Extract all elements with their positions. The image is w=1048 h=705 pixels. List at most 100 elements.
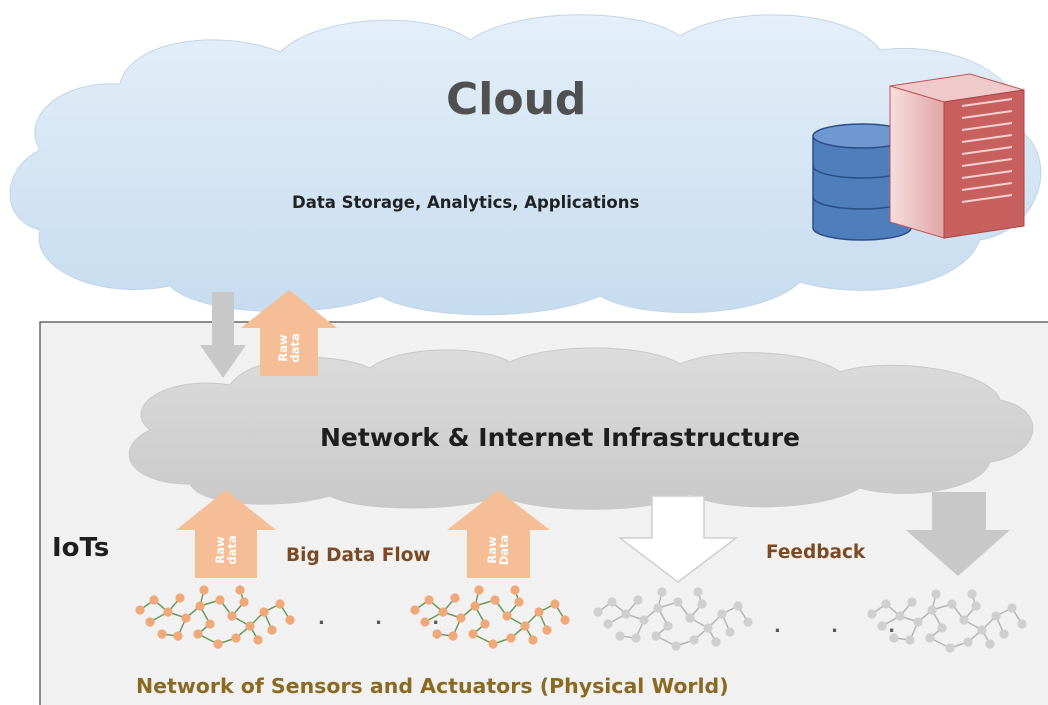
- sensor-node: [267, 625, 277, 635]
- sensor-node: [456, 613, 466, 623]
- sensor-node: [967, 589, 977, 599]
- sensor-node: [959, 615, 969, 625]
- sensor-node: [999, 629, 1009, 639]
- sensor-node: [927, 605, 937, 615]
- sensor-node: [931, 589, 941, 599]
- sensor-node: [633, 595, 643, 605]
- sensor-node: [213, 639, 223, 649]
- sensor-node: [711, 637, 721, 647]
- sensor-node: [603, 619, 613, 629]
- sensor-cluster-4: [867, 589, 1027, 653]
- sensor-node: [881, 599, 891, 609]
- sensor-node: [173, 631, 183, 641]
- sensor-node: [470, 601, 480, 611]
- sensor-node: [653, 603, 663, 613]
- sensor-node: [506, 633, 516, 643]
- sensor-node: [697, 599, 707, 609]
- sensor-node: [227, 611, 237, 621]
- sensor-node: [615, 631, 625, 641]
- sensor-node: [145, 617, 155, 627]
- sensor-node: [450, 593, 460, 603]
- sensor-node: [245, 621, 255, 631]
- sensors-caption: Network of Sensors and Actuators (Physic…: [136, 674, 729, 698]
- sensor-node: [867, 609, 877, 619]
- sensor-node: [149, 595, 159, 605]
- network-cloud-shape: [128, 347, 1034, 510]
- sensor-node: [528, 635, 538, 645]
- sensor-node: [502, 611, 512, 621]
- sensor-node: [181, 613, 191, 623]
- sensor-node: [490, 595, 500, 605]
- sensor-node: [895, 611, 905, 621]
- sensor-node: [689, 635, 699, 645]
- sensor-node: [163, 607, 173, 617]
- sensor-node: [438, 607, 448, 617]
- sensor-node: [510, 585, 520, 595]
- sensor-node: [215, 595, 225, 605]
- sensor-node: [195, 601, 205, 611]
- sensor-node: [963, 637, 973, 647]
- sensor-cluster-2: [410, 585, 570, 649]
- sensor-node: [937, 623, 947, 633]
- sensor-node: [743, 617, 753, 627]
- sensor-node: [1007, 603, 1017, 613]
- sensor-node: [925, 633, 935, 643]
- sensor-node: [905, 635, 915, 645]
- cloud-title: Cloud: [446, 74, 587, 125]
- sensor-node: [468, 629, 478, 639]
- sensor-node: [639, 615, 649, 625]
- sensor-node: [480, 619, 490, 629]
- sensor-node: [424, 595, 434, 605]
- sensor-node: [253, 635, 263, 645]
- sensor-node: [235, 585, 245, 595]
- sensor-node: [733, 601, 743, 611]
- sensor-networks: [135, 585, 1027, 653]
- sensor-node: [651, 631, 661, 641]
- sensor-node: [663, 621, 673, 631]
- sensor-cluster-1: [135, 585, 295, 649]
- sensor-node: [420, 617, 430, 627]
- down-arrow-cloud-to-network: [200, 292, 246, 378]
- sensor-node: [947, 599, 957, 609]
- sensor-node: [593, 607, 603, 617]
- sensor-node: [542, 625, 552, 635]
- sensor-node: [673, 597, 683, 607]
- sensor-node: [514, 597, 524, 607]
- sensor-node: [432, 629, 442, 639]
- sensor-node: [621, 609, 631, 619]
- sensor-node: [685, 613, 695, 623]
- down-arrow-feedback-solid: [906, 492, 1010, 576]
- sensor-node: [607, 597, 617, 607]
- sensor-node: [560, 615, 570, 625]
- sensor-node: [520, 621, 530, 631]
- sensor-node: [657, 587, 667, 597]
- sensor-node: [877, 621, 887, 631]
- sensor-node: [135, 605, 145, 615]
- sensor-node: [448, 631, 458, 641]
- sensor-node: [717, 609, 727, 619]
- sensor-node: [285, 615, 295, 625]
- sensor-node: [474, 585, 484, 595]
- iots-label: IoTs: [52, 533, 110, 563]
- feedback-label: Feedback: [766, 542, 866, 563]
- sensor-node: [991, 611, 1001, 621]
- up-arrow-raw-data-top: [241, 290, 337, 376]
- sensor-node: [550, 599, 560, 609]
- sensor-node: [199, 585, 209, 595]
- sensor-node: [205, 619, 215, 629]
- sensor-node: [275, 599, 285, 609]
- down-arrow-feedback-outline: [617, 495, 739, 583]
- ellipsis-left: . . .: [318, 608, 462, 629]
- sensor-node: [631, 633, 641, 643]
- sensor-node: [488, 639, 498, 649]
- sensor-node: [259, 607, 269, 617]
- sensor-node: [977, 625, 987, 635]
- sensor-node: [157, 629, 167, 639]
- sensor-cluster-3: [593, 587, 753, 651]
- big-data-flow-label: Big Data Flow: [286, 545, 431, 566]
- up-arrow-raw-data-middle: [447, 490, 550, 578]
- sensor-node: [693, 587, 703, 597]
